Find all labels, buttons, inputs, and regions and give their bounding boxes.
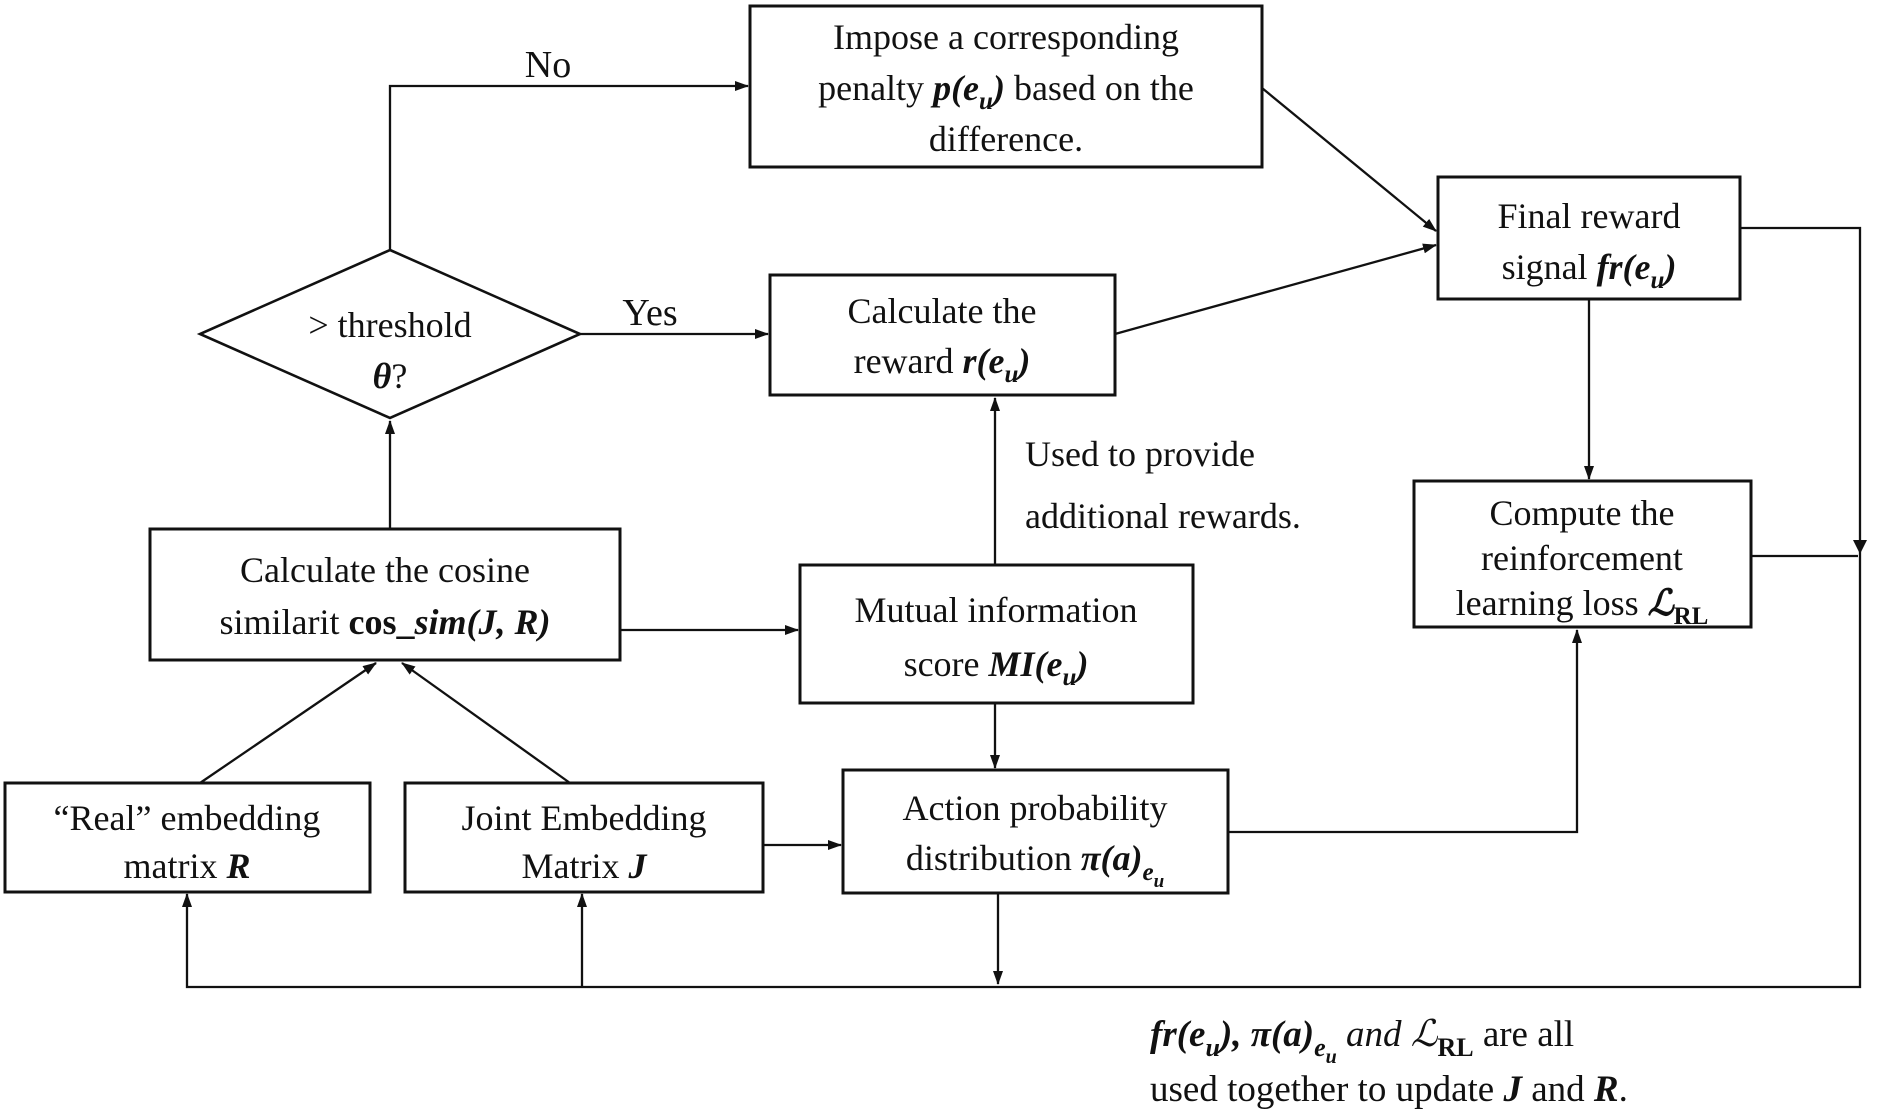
action-line1: Action probability: [903, 788, 1168, 828]
threshold-line1: > threshold: [308, 305, 471, 345]
reward-line2: reward r(eu): [854, 341, 1031, 388]
penalty-line1: Impose a corresponding: [833, 17, 1179, 57]
action-line2: distribution π(a)eu: [906, 838, 1164, 892]
real-matrix-line2: matrix R: [124, 846, 251, 886]
node-joint-matrix: Joint Embedding Matrix J: [403, 781, 765, 894]
node-action-distribution: Action probability distribution π(a)eu: [841, 768, 1230, 895]
edge-action-to-compute: [1228, 629, 1582, 834]
joint-matrix-line2: Matrix J: [522, 846, 648, 886]
node-real-matrix: “Real” embedding matrix R: [3, 781, 372, 894]
node-penalty: Impose a corresponding penalty p(eu) bas…: [748, 4, 1264, 169]
final-reward-line1: Final reward: [1498, 196, 1681, 236]
penalty-line2: penalty p(eu) based on the: [818, 68, 1194, 115]
note-line2: additional rewards.: [1025, 496, 1301, 536]
reward-line1: Calculate the: [848, 291, 1037, 331]
mutual-information-box: [798, 563, 1195, 705]
edges: [182, 81, 1867, 989]
reward-box: [768, 273, 1117, 397]
compute-loss-line1: Compute the: [1490, 493, 1675, 533]
node-reward: Calculate the reward r(eu): [768, 273, 1117, 397]
joint-matrix-box: [403, 781, 765, 894]
node-threshold-decision: > threshold θ?: [196, 248, 584, 420]
yes-branch-label: Yes: [622, 292, 677, 334]
edge-penalty-to-final: [1261, 87, 1437, 232]
compute-loss-box: [1412, 479, 1753, 629]
mi-line2: score MI(eu): [904, 644, 1089, 691]
cosine-line2: similarit cos_sim(J, R): [219, 602, 550, 642]
caption-line1: fr(eu), π(a)eu and ℒRL are all: [1150, 1014, 1574, 1068]
threshold-line2: θ?: [373, 356, 408, 396]
note-additional-rewards: Used to provide additional rewards.: [1025, 434, 1301, 536]
edge-real-to-cosine: [199, 662, 377, 784]
action-distribution-box: [841, 768, 1230, 895]
edge-reward-to-final: [1114, 243, 1437, 336]
node-mutual-information: Mutual information score MI(eu): [798, 563, 1195, 705]
node-cosine-similarity: Calculate the cosine similarit cos_sim(J…: [148, 527, 622, 662]
penalty-line3: difference.: [929, 119, 1083, 159]
real-matrix-box: [3, 781, 372, 894]
final-reward-line2: signal fr(eu): [1502, 247, 1677, 294]
edge-joint-to-cosine: [401, 662, 571, 784]
edge-feedback-loop-to-real: [182, 226, 1862, 989]
penalty-box: [748, 4, 1264, 169]
cosine-line1: Calculate the cosine: [240, 550, 530, 590]
no-branch-label: No: [525, 44, 571, 86]
threshold-diamond: [196, 248, 584, 420]
caption: fr(eu), π(a)eu and ℒRL are all used toge…: [1150, 1014, 1628, 1110]
node-compute-loss: Compute the reinforcement learning loss …: [1412, 479, 1753, 630]
compute-loss-line2: reinforcement: [1481, 538, 1683, 578]
joint-matrix-line1: Joint Embedding: [462, 798, 707, 838]
real-matrix-line1: “Real” embedding: [54, 798, 321, 838]
note-line1: Used to provide: [1025, 434, 1255, 474]
caption-line2: used together to update J and R.: [1150, 1069, 1628, 1110]
mi-line1: Mutual information: [855, 590, 1138, 630]
cosine-box: [148, 527, 622, 662]
edge-no-path: [388, 81, 749, 250]
final-reward-box: [1436, 175, 1742, 301]
node-final-reward: Final reward signal fr(eu): [1436, 175, 1742, 301]
rail-down-arrowhead: [1853, 540, 1867, 554]
compute-loss-line3: learning loss ℒRL: [1456, 583, 1709, 630]
